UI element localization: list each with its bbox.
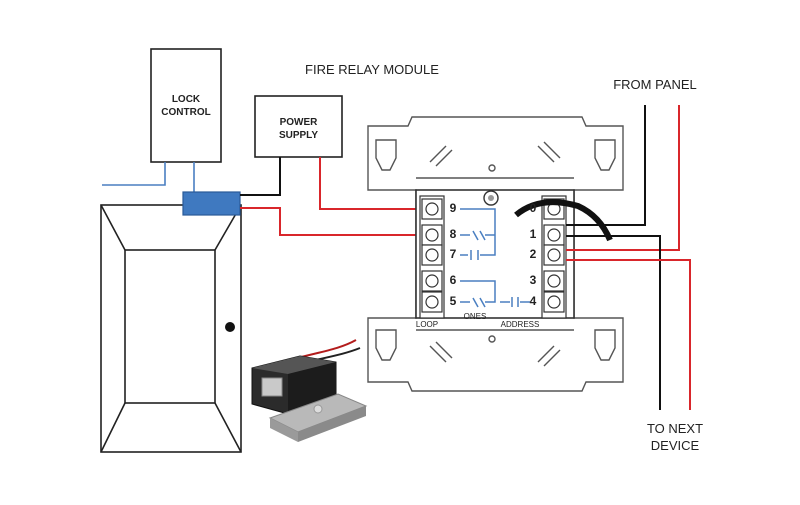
red-wire-junction-t8 — [240, 207, 420, 236]
to-next-device-label: TO NEXT DEVICE — [630, 420, 720, 454]
door-knob — [225, 322, 235, 332]
loop-label: LOOP — [415, 320, 439, 329]
lock-control-line-2: CONTROL — [161, 107, 211, 118]
black-wire-to-next — [566, 235, 661, 410]
mag-lock-image — [251, 339, 368, 442]
diagram-title: FIRE RELAY MODULE — [305, 62, 439, 77]
ones-label: ONES — [463, 312, 487, 321]
panel-jumper-arc — [514, 199, 613, 242]
red-wire-to-next — [566, 259, 691, 410]
address-dial-center — [488, 195, 494, 201]
from-panel-label: FROM PANEL — [613, 77, 697, 92]
terminal-7-label: 7 — [449, 247, 457, 261]
power-supply-line-2: SUPPLY — [278, 130, 319, 141]
lock-wires — [102, 162, 195, 195]
address-label: ADDRESS — [500, 320, 540, 329]
to-next-device-line-1: TO NEXT — [646, 421, 704, 436]
red-wire-power-t9 — [319, 157, 420, 210]
terminal-4-label: 4 — [529, 294, 537, 308]
to-next-device-line-2: DEVICE — [650, 438, 700, 453]
red-wire-from-panel — [566, 105, 680, 251]
lock-control-label: LOCK CONTROL — [151, 93, 221, 119]
terminal-5-label: 5 — [449, 294, 457, 308]
right-terminal-block — [541, 195, 567, 319]
relay-contacts — [460, 208, 530, 308]
terminal-2-label: 2 — [529, 247, 537, 261]
lock-control-line-1: LOCK — [171, 94, 201, 105]
power-supply-line-1: POWER — [279, 117, 318, 128]
terminal-6-label: 6 — [449, 273, 457, 287]
left-terminal-block — [419, 195, 445, 319]
door — [100, 204, 242, 453]
terminal-8-label: 8 — [449, 227, 457, 241]
terminal-3-label: 3 — [529, 273, 537, 287]
lock-control-box — [150, 48, 222, 163]
black-wire-power — [240, 157, 281, 196]
power-supply-label: POWER SUPPLY — [255, 116, 342, 142]
terminal-1-label: 1 — [529, 227, 537, 241]
terminal-9-label: 9 — [449, 201, 457, 215]
power-supply-box — [254, 95, 343, 158]
black-wire-from-panel — [566, 105, 646, 226]
junction-connector — [182, 191, 241, 216]
terminal-0-label: 0 — [529, 201, 537, 215]
